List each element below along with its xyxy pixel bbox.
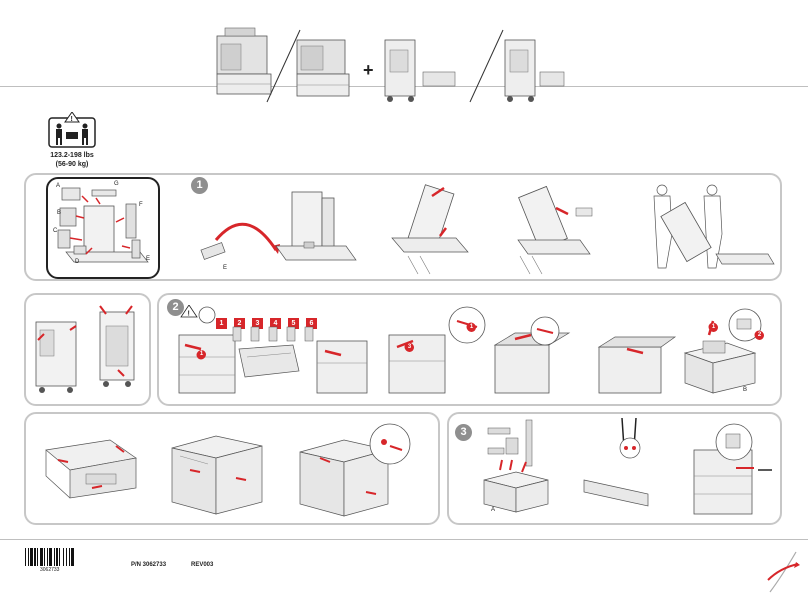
label-d: D xyxy=(75,259,80,265)
printer-illustration xyxy=(296,39,350,97)
detail-magnifier xyxy=(198,306,216,324)
printer-tape-panel xyxy=(24,412,440,525)
printer-tape-removal-illustrations xyxy=(45,423,411,517)
part-c xyxy=(57,229,71,249)
two-person-carry xyxy=(653,184,775,269)
barcode-image xyxy=(25,548,74,566)
finisher-booklet-illustration xyxy=(504,39,565,102)
sub-step-6: 6 xyxy=(306,318,317,329)
finisher-tape-panel xyxy=(24,293,151,406)
barcode-bar xyxy=(28,548,29,566)
barcode-bar xyxy=(54,548,55,566)
barcode-bar xyxy=(63,548,64,566)
callout-1-c: 1 xyxy=(709,323,718,332)
sub-step-1: 1 xyxy=(216,318,227,329)
part-b xyxy=(59,207,77,227)
barcode-bar xyxy=(37,548,38,566)
sub-step-2: 2 xyxy=(234,318,245,329)
barcode-bar xyxy=(71,548,74,566)
step-3-panel xyxy=(447,412,782,525)
step-1-badge: 1 xyxy=(191,177,208,194)
barcode-bar xyxy=(49,548,52,566)
sub-step-5: 5 xyxy=(288,318,299,329)
two-person-lift-icon: ! xyxy=(48,112,96,148)
detail-magnifier-3 xyxy=(369,423,411,465)
part-e-piece xyxy=(200,242,226,260)
step-3-installation-illustrations xyxy=(483,417,772,515)
barcode-bar xyxy=(30,548,33,566)
warning-icon xyxy=(180,305,198,318)
weight-text: 123.2-198 lbs (56-90 kg) xyxy=(40,151,104,169)
part-e xyxy=(131,239,141,259)
brand-logo-icon xyxy=(767,551,800,593)
pallet xyxy=(65,251,149,263)
tilt-finisher xyxy=(391,184,469,275)
barcode-bar xyxy=(47,548,48,566)
step-1-unpacking-illustrations xyxy=(200,184,775,275)
callout-3: 3 xyxy=(405,343,414,352)
label-g: G xyxy=(114,181,119,187)
finisher-unit xyxy=(83,205,115,255)
part-number: P/N 3062733 xyxy=(131,562,167,568)
part-f xyxy=(125,203,137,239)
step-2-tape-removal-illustrations: ! xyxy=(178,305,764,394)
barcode-bar xyxy=(25,548,26,566)
barcode-bar xyxy=(56,548,58,566)
configuration-options-illustration: + xyxy=(216,27,565,103)
barcode-bar xyxy=(59,548,60,566)
step-3-label-a: A xyxy=(491,507,496,513)
label-b: B xyxy=(57,210,62,216)
svg-text:!: ! xyxy=(71,116,73,123)
remove-tape-illustration xyxy=(35,305,135,393)
callout-2: 2 xyxy=(755,331,764,340)
part-a-box xyxy=(61,187,81,201)
step-3-badge: 3 xyxy=(455,424,472,441)
footer-rule xyxy=(0,539,808,540)
step-2-badge: 2 xyxy=(167,299,184,316)
callout-1-b: 1 xyxy=(467,323,476,332)
package-contents-panel xyxy=(46,177,160,279)
finisher-illustration xyxy=(384,39,456,102)
sub-step-3: 3 xyxy=(252,318,263,329)
printer-with-trays-illustration xyxy=(216,27,272,95)
barcode-number: 3062733 xyxy=(40,567,60,573)
barcode-bar xyxy=(69,548,70,566)
part-d xyxy=(73,245,87,255)
weight-lbs: 123.2-198 lbs xyxy=(50,152,94,159)
label-f: F xyxy=(139,202,143,208)
barcode-bar xyxy=(44,548,45,566)
label-c: C xyxy=(53,228,58,234)
barcode-bar xyxy=(34,548,36,566)
lift-finisher xyxy=(517,185,593,275)
barcode-bar xyxy=(66,548,67,566)
sub-step-4: 4 xyxy=(270,318,281,329)
label-e: E xyxy=(146,256,151,262)
step-2-panel xyxy=(157,293,782,406)
part-g-part xyxy=(91,189,117,197)
barcode-bar xyxy=(40,548,43,566)
step-1-label-e: E xyxy=(223,265,228,271)
package-contents-illustration xyxy=(57,187,149,263)
callout-1-a: 1 xyxy=(197,350,206,359)
svg-text:+: + xyxy=(363,60,374,80)
step-2-label-b: B xyxy=(743,387,748,393)
revision: REV003 xyxy=(191,562,214,568)
move-arrow xyxy=(214,222,278,251)
step-1-panel xyxy=(24,173,782,281)
label-a: A xyxy=(56,183,61,189)
weight-kg: (56-90 kg) xyxy=(55,161,89,168)
svg-text:!: ! xyxy=(188,311,190,318)
